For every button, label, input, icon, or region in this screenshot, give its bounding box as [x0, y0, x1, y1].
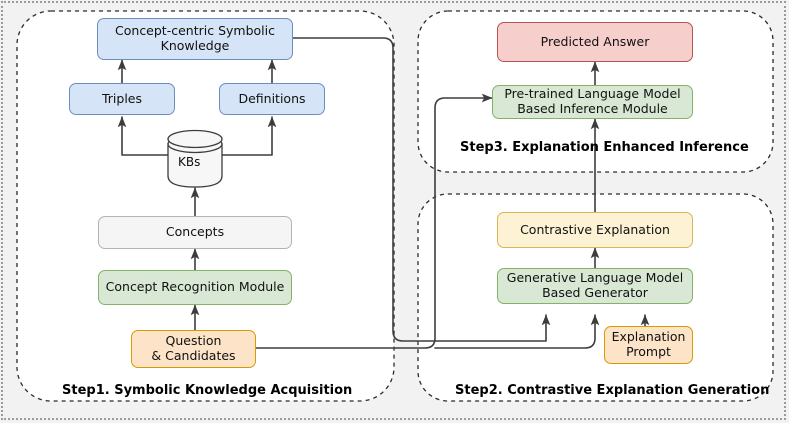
node-label: Pre-trained Language Model Based Inferen… — [496, 86, 688, 117]
step1-label: Step1. Symbolic Knowledge Acquisition — [62, 383, 353, 398]
knowledge-line-2: Knowledge — [160, 38, 230, 53]
recognition-label: Concept Recognition Module — [105, 279, 285, 295]
node-concept-recognition-module[interactable]: Concept Recognition Module — [98, 270, 292, 305]
edge-kbs-to-triples — [117, 116, 169, 156]
node-label: Concept-centric Symbolic Knowledge — [107, 23, 283, 54]
question-line-2: & Candidates — [151, 348, 236, 363]
triples-label: Triples — [101, 90, 143, 106]
node-definitions[interactable]: Definitions — [219, 83, 325, 115]
contrastive-label: Contrastive Explanation — [520, 221, 670, 237]
question-line-1: Question — [165, 333, 222, 349]
edge-question-to-generator — [434, 314, 600, 349]
kbs-label: KBs — [178, 155, 201, 169]
node-predicted-answer[interactable]: Predicted Answer — [497, 22, 693, 62]
concepts-label: Concepts — [165, 224, 225, 240]
knowledge-line-1: Concept-centric Symbolic — [115, 23, 275, 39]
node-label: Explanation Prompt — [604, 329, 694, 360]
node-inference-module[interactable]: Pre-trained Language Model Based Inferen… — [492, 85, 693, 119]
prompt-line-1: Explanation — [611, 329, 686, 345]
edge-question-to-inference — [255, 93, 493, 349]
node-label: Generative Language Model Based Generato… — [499, 270, 691, 301]
step3-label: Step3. Explanation Enhanced Inference — [460, 140, 749, 155]
node-explanation-prompt[interactable]: Explanation Prompt — [604, 326, 693, 364]
edge-kbs-to-definitions — [221, 116, 277, 156]
step2-label: Step2. Contrastive Explanation Generatio… — [455, 383, 770, 398]
inference-line-1: Pre-trained Language Model — [504, 86, 681, 102]
kbs-cylinder-icon — [167, 129, 223, 188]
inference-line-2: Based Inference Module — [517, 101, 668, 116]
node-question-and-candidates[interactable]: Question & Candidates — [131, 330, 256, 368]
node-generative-language-model-based-generator[interactable]: Generative Language Model Based Generato… — [497, 268, 693, 304]
node-triples[interactable]: Triples — [69, 83, 175, 115]
node-concepts[interactable]: Concepts — [98, 216, 292, 249]
generator-line-2: Based Generator — [542, 285, 648, 300]
definitions-label: Definitions — [238, 90, 306, 106]
edge-knowledge-to-generator — [292, 37, 551, 342]
node-concept-centric-symbolic-knowledge[interactable]: Concept-centric Symbolic Knowledge — [97, 18, 293, 60]
generator-line-1: Generative Language Model — [506, 270, 684, 286]
predicted-answer-label: Predicted Answer — [540, 33, 650, 49]
node-label: Question & Candidates — [143, 333, 243, 364]
node-contrastive-explanation[interactable]: Contrastive Explanation — [497, 212, 693, 248]
prompt-line-2: Prompt — [626, 344, 671, 359]
